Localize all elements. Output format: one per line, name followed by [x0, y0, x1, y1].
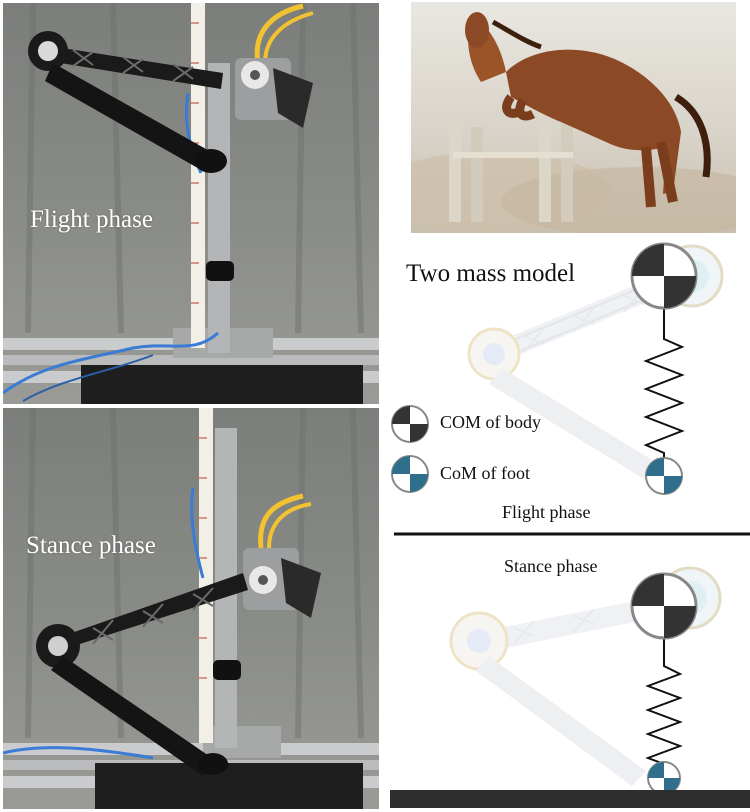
stance-phase-caption: Stance phase [504, 556, 598, 576]
horse-photo-art [411, 12, 736, 233]
stance-foot-mass-icon [647, 761, 681, 795]
flight-body-mass-icon [630, 242, 698, 310]
flight-phase-label: Flight phase [30, 206, 153, 233]
legend-foot-icon [391, 455, 429, 493]
flight-phase-photo: Flight phase [3, 3, 379, 404]
flight-spring [643, 309, 685, 461]
two-mass-model-art [390, 242, 750, 808]
flight-phase-photo-art [3, 3, 379, 404]
flight-phase-caption: Flight phase [502, 502, 591, 522]
legend-foot-label: CoM of foot [440, 463, 530, 483]
stance-body-mass-icon [630, 572, 698, 640]
two-mass-model-diagram: Two mass model COM of body CoM of foot F… [384, 236, 750, 812]
ground-bar [390, 790, 750, 808]
stance-spring [645, 638, 683, 768]
stance-phase-label: Stance phase [26, 532, 156, 559]
diagram-title: Two mass model [406, 260, 576, 287]
stance-phase-photo: Stance phase [3, 408, 379, 809]
legend-body-icon [391, 405, 429, 443]
legend-body-label: COM of body [440, 412, 542, 432]
stance-phase-photo-art [3, 408, 379, 809]
horse-photo [411, 2, 736, 233]
flight-foot-mass-icon [645, 457, 683, 495]
